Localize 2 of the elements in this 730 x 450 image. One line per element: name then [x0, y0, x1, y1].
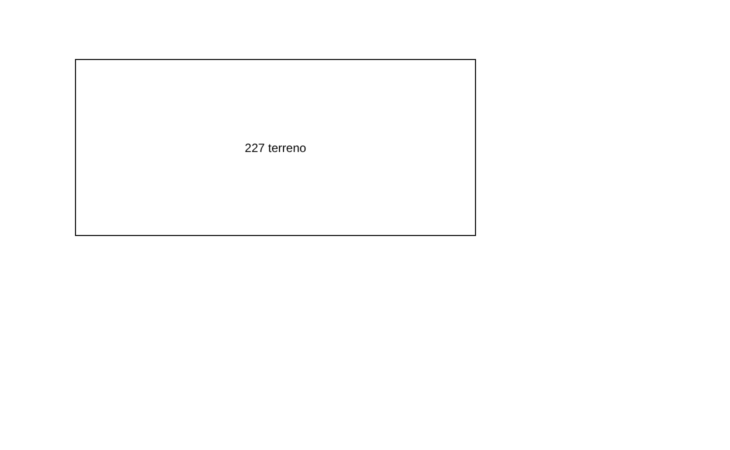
area-label: 227 terreno: [244, 140, 306, 154]
area-rectangle: [75, 59, 476, 236]
